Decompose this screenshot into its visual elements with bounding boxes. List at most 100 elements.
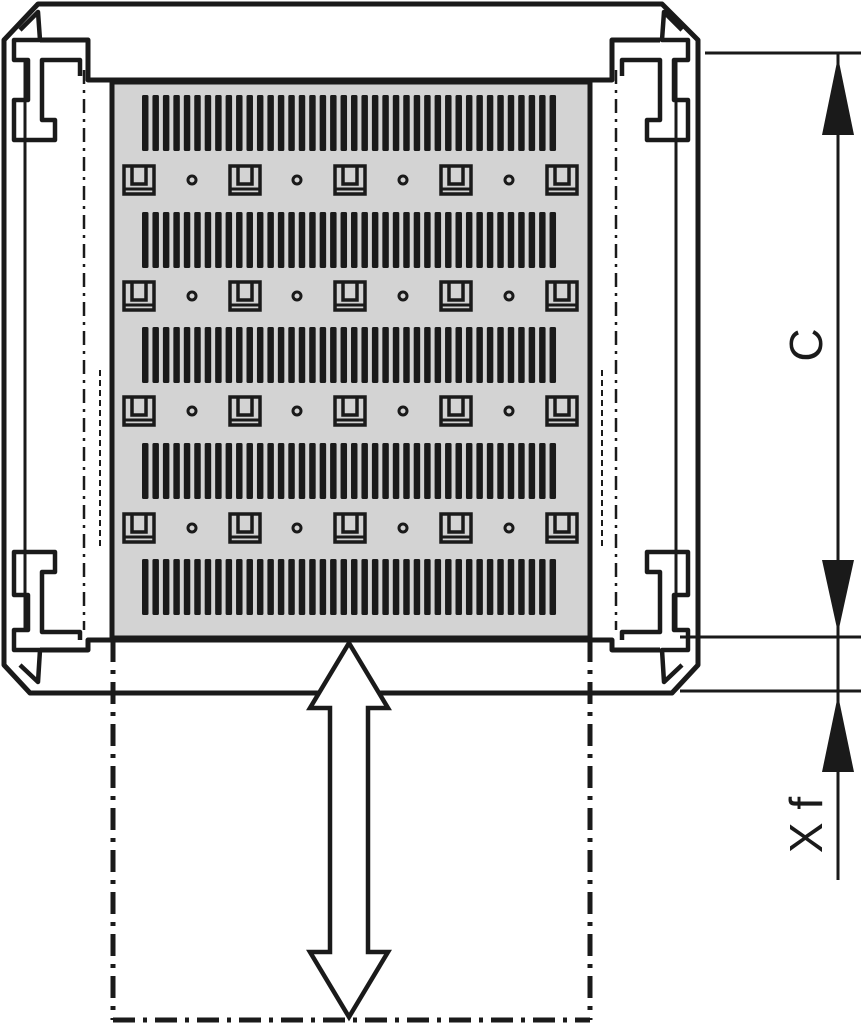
filled-arrowhead-icon [822, 57, 854, 135]
vent-slot [267, 212, 274, 268]
vent-slot [277, 95, 285, 151]
vent-slot [465, 559, 473, 615]
vent-slot [330, 327, 337, 383]
vent-slot [351, 212, 358, 268]
vent-slot [204, 327, 212, 383]
vent-slot [215, 327, 222, 383]
mounting-clip-icon [333, 512, 367, 544]
vent-slot [173, 559, 180, 615]
vent-slot [371, 212, 379, 268]
sliding-shelf [109, 79, 593, 641]
vent-slot [330, 212, 337, 268]
vent-slot [215, 95, 222, 151]
vent-slot [434, 327, 442, 383]
vent-slot [549, 327, 557, 383]
vent-slot [434, 443, 442, 499]
mounting-hole [503, 405, 515, 417]
vent-slot [194, 95, 201, 151]
vent-slot [142, 327, 149, 383]
vent-slot [288, 443, 295, 499]
vent-slot [340, 212, 348, 268]
mounting-hole [397, 290, 409, 302]
vent-slot [528, 212, 536, 268]
mounting-clip-icon [122, 395, 156, 427]
vent-slot [413, 95, 421, 151]
vent-slot [236, 95, 243, 151]
vent-slot [246, 327, 253, 383]
vent-slot [371, 327, 379, 383]
vent-slot [528, 95, 536, 151]
mounting-hole [397, 522, 409, 534]
vent-slot [424, 95, 431, 151]
vent-slot [518, 559, 525, 615]
mounting-clip-icon [333, 164, 367, 196]
vent-slot [225, 443, 233, 499]
vent-slot [486, 443, 494, 499]
vent-slot [340, 327, 348, 383]
mounting-clip-icon [228, 164, 262, 196]
vent-slot [142, 95, 149, 151]
vent-slot [152, 95, 159, 151]
mounting-clip-icon [228, 395, 262, 427]
vent-slot [173, 443, 180, 499]
vent-slot [424, 212, 431, 268]
vent-slot [549, 95, 557, 151]
vent-slot [455, 327, 462, 383]
vent-slot [204, 212, 212, 268]
mounting-clip-icon [228, 280, 262, 312]
vent-slot [476, 559, 483, 615]
vent-slot [371, 443, 379, 499]
vent-slot [351, 559, 358, 615]
vent-slot [518, 327, 525, 383]
mounting-hole [186, 290, 198, 302]
vent-slot [518, 95, 525, 151]
vent-row [142, 443, 557, 499]
vent-slot [288, 327, 295, 383]
mounting-hole [186, 405, 198, 417]
mounting-hole [186, 522, 198, 534]
mounting-clip-icon [439, 395, 473, 427]
vent-slot [445, 327, 452, 383]
vent-slot [215, 443, 222, 499]
vent-slot [434, 95, 442, 151]
vent-slot [528, 443, 536, 499]
double-arrow-vertical-icon [306, 638, 392, 1022]
vent-slot [392, 95, 400, 151]
vent-slot [183, 559, 191, 615]
vent-slot [445, 443, 452, 499]
vent-slot [351, 327, 358, 383]
dimension-arrowheads [822, 57, 854, 772]
vent-slot [173, 95, 180, 151]
vent-slot [382, 95, 389, 151]
extended-position-outline [110, 640, 593, 1023]
vent-slot [204, 95, 212, 151]
vent-slot [236, 212, 243, 268]
vent-slot [539, 327, 546, 383]
vent-slot [298, 559, 306, 615]
bracket-top-left [11, 9, 83, 143]
vent-slot [225, 95, 233, 151]
vent-slot [277, 327, 285, 383]
vent-slot [351, 95, 358, 151]
vent-slot [549, 212, 557, 268]
vent-slot [413, 327, 421, 383]
vent-slot [246, 212, 253, 268]
vent-slot [183, 212, 191, 268]
vent-slot [225, 559, 233, 615]
vent-slot [142, 212, 149, 268]
vent-slot [476, 95, 483, 151]
mounting-hole [503, 522, 515, 534]
vent-slot [465, 212, 473, 268]
vent-slot [455, 559, 462, 615]
mounting-hole [503, 174, 515, 186]
vent-slot [236, 559, 243, 615]
vent-slot [152, 559, 159, 615]
mounting-hole [186, 174, 198, 186]
vent-slot [361, 559, 368, 615]
mounting-clip-icon [545, 164, 579, 196]
vent-slot [528, 327, 536, 383]
vent-slot [507, 443, 515, 499]
vent-slot [298, 212, 306, 268]
vent-slot [424, 559, 431, 615]
vent-row [142, 559, 557, 615]
